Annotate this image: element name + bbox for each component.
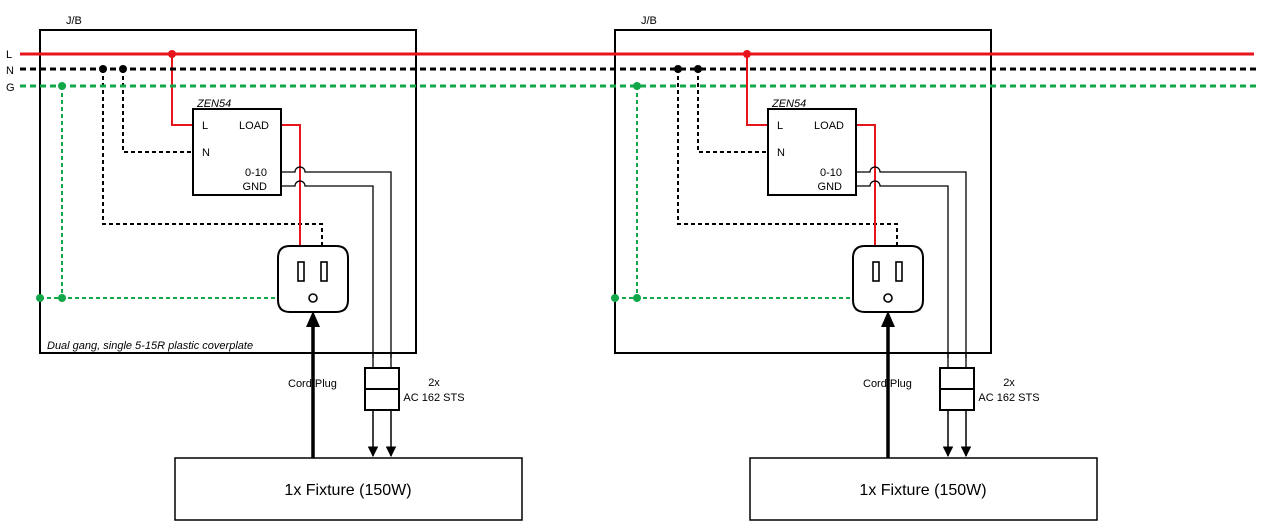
line-wire-switch xyxy=(746,54,768,126)
neutral-junction-dot xyxy=(674,65,682,73)
jb-label: J/B xyxy=(641,15,657,27)
terminal-load: LOAD xyxy=(239,120,269,132)
receptacle-ground-hole xyxy=(883,293,893,303)
cord-label: Cord/Plug xyxy=(863,378,912,390)
load-wire xyxy=(281,124,301,252)
connector-type: AC 162 STS xyxy=(978,392,1039,404)
neutral-wire-switch xyxy=(697,69,768,153)
circuit: J/B ZEN54 L N LOAD 0-10 GND xyxy=(611,15,1098,521)
neutral-wire-receptacle xyxy=(677,69,898,252)
terminal-dim: 0-10 xyxy=(245,167,267,179)
device-label: ZEN54 xyxy=(196,98,231,110)
ground-junction-dot xyxy=(36,294,44,302)
terminal-n: N xyxy=(202,147,210,159)
terminal-n: N xyxy=(777,147,785,159)
connector-type: AC 162 STS xyxy=(403,392,464,404)
zen54-switch xyxy=(192,108,282,196)
ground-junction-dot xyxy=(58,294,66,302)
receptacle-slot xyxy=(895,261,903,282)
fixture-label: 1x Fixture (150W) xyxy=(859,482,986,499)
coverplate-note: Dual gang, single 5-15R plastic coverpla… xyxy=(47,340,253,352)
line-wire-switch xyxy=(171,54,193,126)
zen54-switch xyxy=(767,108,857,196)
dim-wire xyxy=(856,166,967,358)
terminal-gnd: GND xyxy=(243,181,268,193)
fixture-label: 1x Fixture (150W) xyxy=(284,482,411,499)
gnd-wire xyxy=(281,180,374,358)
terminal-dim: 0-10 xyxy=(820,167,842,179)
neutral-wire-receptacle xyxy=(102,69,323,252)
junction-box xyxy=(614,29,992,354)
connector-qty: 2x xyxy=(428,377,440,389)
device-label: ZEN54 xyxy=(771,98,806,110)
ground-junction-dot xyxy=(633,294,641,302)
dim-wire xyxy=(281,166,392,358)
cord-plug-arrow xyxy=(306,311,320,327)
neutral-junction-dot xyxy=(694,65,702,73)
ground-junction-dot xyxy=(611,294,619,302)
neutral-wire-switch xyxy=(122,69,193,153)
receptacle-slot xyxy=(297,261,305,282)
bus-label-neutral: N xyxy=(6,65,14,77)
jb-label: J/B xyxy=(66,15,82,27)
cord-label: Cord/Plug xyxy=(288,378,337,390)
terminal-l: L xyxy=(202,120,208,132)
gnd-wire xyxy=(856,180,949,358)
terminal-l: L xyxy=(777,120,783,132)
receptacle-5-15r xyxy=(852,245,924,313)
ground-junction-dot xyxy=(633,82,641,90)
receptacle-5-15r xyxy=(277,245,349,313)
load-wire xyxy=(856,124,876,252)
circuit: J/B ZEN54 L N LOAD 0-10 GND Dual gang, s xyxy=(36,15,523,521)
fixture-box xyxy=(749,457,1098,521)
junction-box xyxy=(39,29,417,354)
cord-plug-arrow xyxy=(881,311,895,327)
receptacle-slot xyxy=(872,261,880,282)
bus-label-ground: G xyxy=(6,82,15,94)
fixture-box xyxy=(174,457,523,521)
terminal-load: LOAD xyxy=(814,120,844,132)
receptacle-slot xyxy=(320,261,328,282)
terminal-gnd: GND xyxy=(818,181,843,193)
connector-qty: 2x xyxy=(1003,377,1015,389)
bus-label-line: L xyxy=(6,49,12,61)
receptacle-ground-hole xyxy=(308,293,318,303)
